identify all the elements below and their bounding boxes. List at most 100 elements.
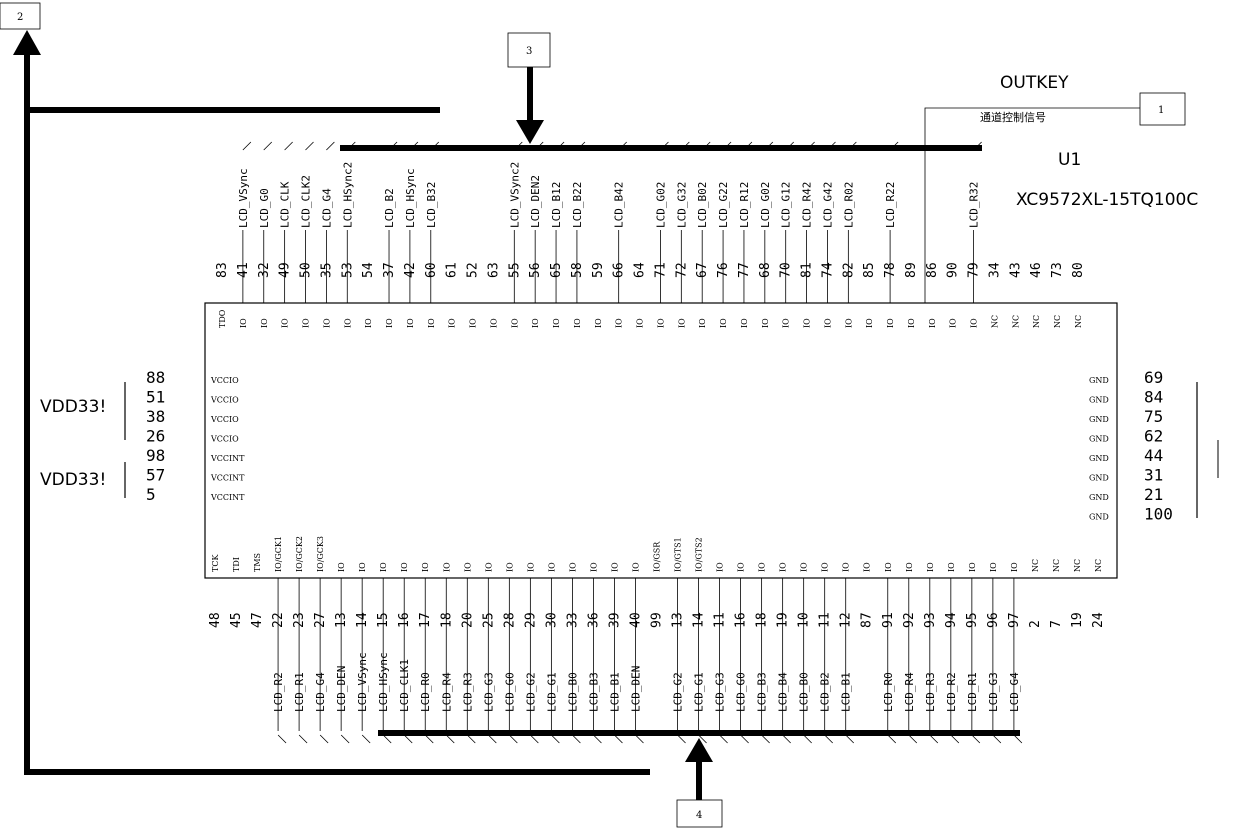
bottom-bus-entry — [530, 735, 538, 743]
left-pin-number: 98 — [146, 446, 165, 465]
top-pin-signal: LCD_G4 — [320, 188, 333, 228]
bottom-pin-type: IO/GCK1 — [274, 536, 283, 572]
right-pin-number: 84 — [1144, 388, 1163, 407]
top-pin-number: 81 — [800, 262, 815, 278]
left-pin-type: VCCIO — [210, 415, 239, 424]
bottom-bus-entry — [593, 735, 601, 743]
top-pin-signal: LCD_G0 — [258, 188, 271, 228]
bottom-pin-signal: LCD_G0 — [503, 672, 516, 712]
top-pin-number: 70 — [779, 262, 794, 278]
bottom-pin-number: 15 — [376, 612, 391, 628]
bottom-bus-entry — [1014, 735, 1022, 743]
top-pin-type: IO — [698, 318, 707, 328]
top-pin-type: IO — [260, 318, 269, 328]
left-pin-type: VCCINT — [210, 493, 245, 502]
bottom-pin-signal: LCD_R3 — [924, 672, 937, 712]
bottom-pin-type: TCK — [211, 554, 220, 572]
top-pin-number: 55 — [507, 262, 522, 278]
arrow-3-head — [516, 120, 544, 144]
bottom-bus-entry — [930, 735, 938, 743]
bottom-pin-signal: LCD_VSync — [356, 652, 369, 712]
bottom-bus-entry — [551, 735, 559, 743]
top-pin-number: 52 — [466, 262, 481, 278]
top-pin-type: IO — [239, 318, 248, 328]
right-pin-type: GND — [1089, 415, 1109, 424]
bottom-bus-entry — [467, 735, 475, 743]
bottom-pin-type: NC — [1052, 559, 1061, 572]
top-pin-signal: LCD_B42 — [613, 182, 626, 228]
bottom-bus-entry — [783, 735, 791, 743]
bottom-pin-number: 16 — [734, 612, 749, 628]
top-pin-number: 89 — [904, 262, 919, 278]
bottom-pin-number: 93 — [923, 612, 938, 628]
chip-body — [205, 303, 1117, 578]
bottom-pin-type: IO — [716, 562, 725, 572]
top-pin-type: IO — [803, 318, 812, 328]
callout-3-text: 3 — [526, 46, 532, 57]
bottom-pin-number: 12 — [839, 612, 854, 628]
top-pin-number: 83 — [215, 262, 230, 278]
bottom-pin-signal: LCD_R4 — [903, 672, 916, 712]
bottom-pin-type: IO — [905, 562, 914, 572]
bottom-pin-number: 94 — [944, 612, 959, 628]
top-pin-type: NC — [1053, 315, 1062, 328]
bottom-pin-signal: LCD_B2 — [819, 672, 832, 712]
top-pin-number: 63 — [486, 262, 501, 278]
bottom-bus-entry — [362, 735, 370, 743]
bottom-pin-number: 27 — [313, 612, 328, 628]
bottom-pin-signal: LCD_R1 — [966, 672, 979, 712]
bottom-pin-signal: LCD_G4 — [1008, 672, 1021, 712]
bottom-pin-signal: LCD_G4 — [314, 672, 327, 712]
right-pin-type: GND — [1089, 376, 1109, 385]
bottom-bus-entry — [509, 735, 517, 743]
top-pin-signal: LCD_G12 — [780, 182, 793, 228]
bottom-pin-number: 25 — [481, 612, 496, 628]
bottom-pin-signal: LCD_R0 — [419, 672, 432, 712]
top-pin-type: IO — [865, 318, 874, 328]
bottom-pin-number: 11 — [713, 612, 728, 628]
right-pin-number: 44 — [1144, 446, 1163, 465]
top-pin-number: 85 — [862, 262, 877, 278]
right-pin-type: GND — [1089, 396, 1109, 405]
bottom-pin-signal: LCD_G3 — [482, 672, 495, 712]
top-pin-signal: LCD_G22 — [717, 182, 730, 228]
top-pin-type: NC — [1011, 315, 1020, 328]
bottom-pin-type: IO — [568, 562, 577, 572]
top-bus-entry — [285, 142, 293, 150]
bottom-bus-entry — [678, 735, 686, 743]
bottom-pin-number: 95 — [965, 612, 980, 628]
top-pin-number: 54 — [361, 262, 376, 278]
bottom-pin-signal: LCD_DEN — [629, 666, 642, 712]
bottom-bus-entry — [993, 735, 1001, 743]
right-pin-number: 31 — [1144, 466, 1163, 485]
bottom-pin-signal: LCD_B0 — [566, 672, 579, 712]
bottom-bus-entry — [825, 735, 833, 743]
part-ref: U1 — [1058, 150, 1081, 170]
left-pin-type: VCCIO — [210, 376, 239, 385]
bottom-pin-type: NC — [1031, 559, 1040, 572]
bottom-pin-number: 29 — [523, 612, 538, 628]
right-pin-number: 62 — [1144, 427, 1163, 446]
bottom-pin-number: 28 — [502, 612, 517, 628]
top-pin-type: IO — [406, 318, 415, 328]
bottom-bus-entry — [341, 735, 349, 743]
top-pin-signal: LCD_B02 — [696, 182, 709, 228]
right-pin-type: GND — [1089, 435, 1109, 444]
bottom-bus-entry — [383, 735, 391, 743]
bottom-pin-type: IO/GSR — [653, 541, 662, 572]
top-pin-number: 58 — [570, 262, 585, 278]
bottom-pin-type: IO — [863, 562, 872, 572]
bottom-bus-entry — [804, 735, 812, 743]
bottom-pin-type: IO — [526, 562, 535, 572]
bottom-pin-number: 14 — [692, 612, 707, 628]
top-pin-signal: LCD_G02 — [654, 182, 667, 228]
top-pin-signal: LCD_VSync2 — [508, 162, 521, 228]
top-pin-number: 43 — [1008, 262, 1023, 278]
bottom-pin-signal: LCD_B0 — [798, 672, 811, 712]
bottom-pin-number: 14 — [355, 612, 370, 628]
top-pin-type: TDO — [218, 309, 227, 328]
bottom-pin-signal: LCD_B3 — [756, 672, 769, 712]
top-pin-type: IO — [949, 318, 958, 328]
top-pin-signal: LCD_VSync — [237, 168, 250, 228]
top-pin-number: 90 — [946, 262, 961, 278]
